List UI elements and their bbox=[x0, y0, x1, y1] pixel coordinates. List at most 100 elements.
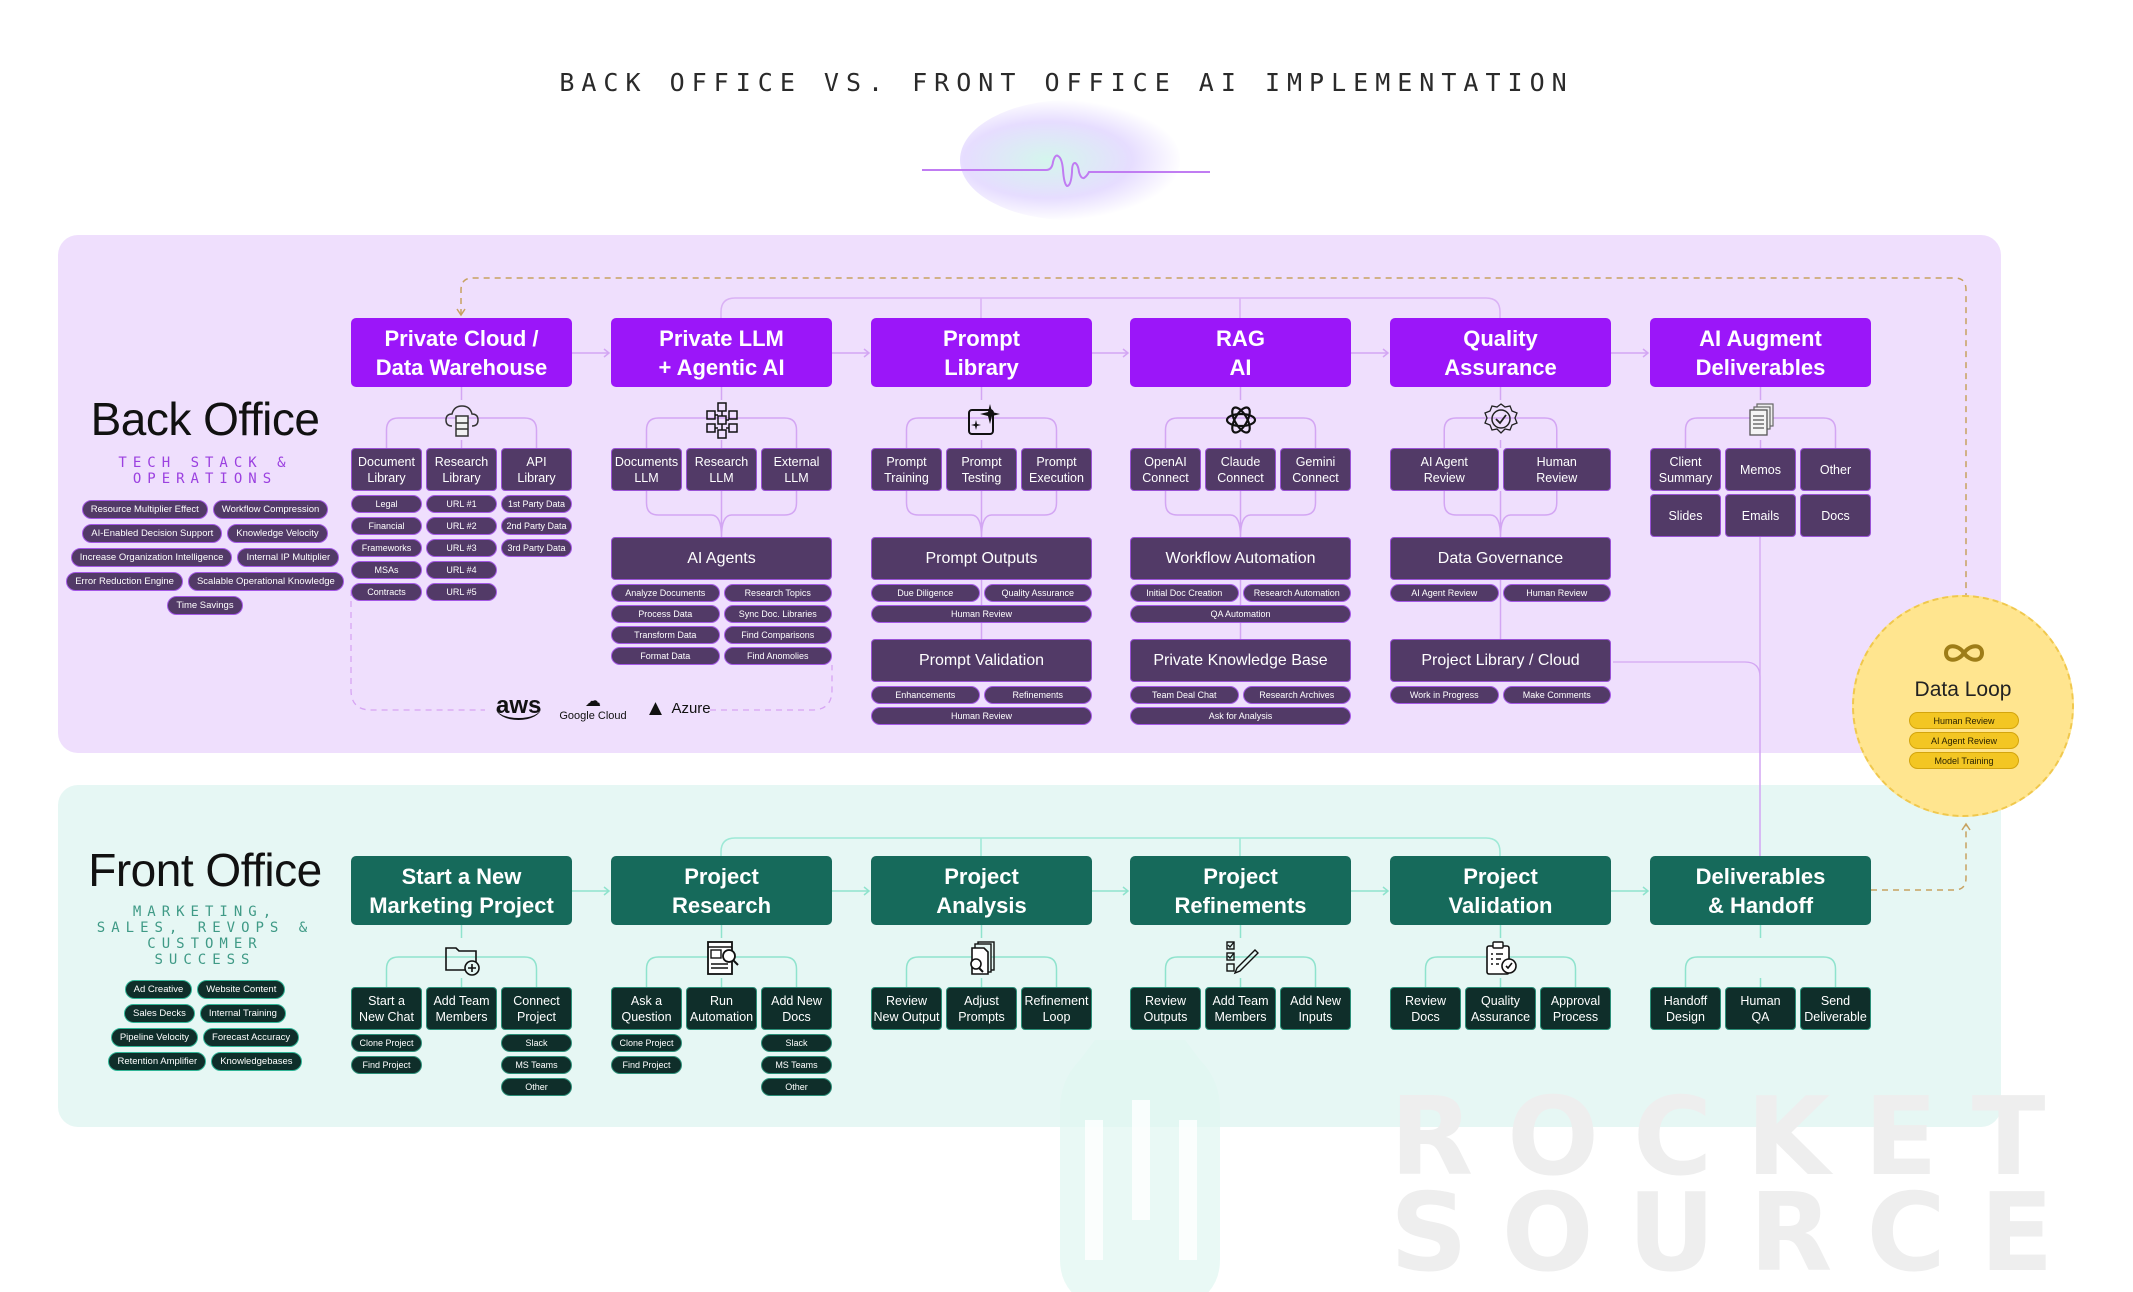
back-block-pill[interactable]: Make Comments bbox=[1502, 686, 1611, 704]
back-sub-pill[interactable]: Legal bbox=[351, 495, 422, 513]
front-step-header[interactable]: Project Validation bbox=[1390, 856, 1611, 925]
back-sub-step[interactable]: Prompt Execution bbox=[1021, 448, 1092, 491]
back-block-pill[interactable]: Team Deal Chat bbox=[1130, 686, 1239, 704]
back-block-pill[interactable]: Work in Progress bbox=[1390, 686, 1499, 704]
front-sub-step[interactable]: Review Docs bbox=[1390, 987, 1461, 1030]
back-sub-pill[interactable]: URL #2 bbox=[426, 517, 497, 535]
front-sub-step[interactable]: Adjust Prompts bbox=[946, 987, 1017, 1030]
back-sub-pill[interactable]: URL #3 bbox=[426, 539, 497, 557]
back-sub-pill[interactable]: 3rd Party Data bbox=[501, 539, 572, 557]
back-sub-step[interactable]: Client Summary bbox=[1650, 448, 1721, 491]
back-block-pill[interactable]: Transform Data bbox=[611, 626, 720, 644]
back-block-pill[interactable]: Find Comparisons bbox=[723, 626, 832, 644]
back-block-pill[interactable]: Analyze Documents bbox=[611, 584, 720, 602]
front-sub-step[interactable]: Send Deliverable bbox=[1800, 987, 1871, 1030]
front-sub-pill[interactable]: Other bbox=[761, 1078, 832, 1096]
back-sub-step[interactable]: Prompt Training bbox=[871, 448, 942, 491]
back-block-pill[interactable]: Initial Doc Creation bbox=[1130, 584, 1239, 602]
front-sub-step[interactable]: Add Team Members bbox=[426, 987, 497, 1030]
back-sub-step[interactable]: Gemini Connect bbox=[1280, 448, 1351, 491]
back-sub-pill[interactable]: URL #1 bbox=[426, 495, 497, 513]
back-sub-step[interactable]: Human Review bbox=[1502, 448, 1611, 491]
front-step-header[interactable]: Start a New Marketing Project bbox=[351, 856, 572, 925]
front-sub-step[interactable]: Run Automation bbox=[686, 987, 757, 1030]
back-block[interactable]: Prompt Validation bbox=[871, 639, 1092, 682]
back-block-wide-pill[interactable]: Human Review bbox=[871, 605, 1092, 623]
back-block-pill[interactable]: Research Automation bbox=[1242, 584, 1351, 602]
back-sub-step[interactable]: Emails bbox=[1725, 494, 1796, 537]
back-sub-pill[interactable]: Contracts bbox=[351, 583, 422, 601]
front-sub-step[interactable]: Add Team Members bbox=[1205, 987, 1276, 1030]
back-sub-step[interactable]: Document Library bbox=[351, 448, 422, 491]
back-block[interactable]: Private Knowledge Base bbox=[1130, 639, 1351, 682]
back-sub-pill[interactable]: Financial bbox=[351, 517, 422, 535]
front-sub-pill[interactable]: Clone Project bbox=[351, 1034, 422, 1052]
front-sub-pill[interactable]: Find Project bbox=[611, 1056, 682, 1074]
back-sub-step[interactable]: Memos bbox=[1725, 448, 1796, 491]
back-sub-step[interactable]: Slides bbox=[1650, 494, 1721, 537]
back-block-pill[interactable]: Research Topics bbox=[723, 584, 832, 602]
back-block[interactable]: Prompt Outputs bbox=[871, 537, 1092, 580]
back-step-header[interactable]: RAG AI bbox=[1130, 318, 1351, 387]
back-sub-step[interactable]: Research Library bbox=[426, 448, 497, 491]
front-sub-pill[interactable]: Slack bbox=[501, 1034, 572, 1052]
back-block-pill[interactable]: Enhancements bbox=[871, 686, 980, 704]
back-step-header[interactable]: Prompt Library bbox=[871, 318, 1092, 387]
front-sub-step[interactable]: Refinement Loop bbox=[1021, 987, 1092, 1030]
back-block-pill[interactable]: Sync Doc. Libraries bbox=[723, 605, 832, 623]
front-sub-step[interactable]: Quality Assurance bbox=[1465, 987, 1536, 1030]
data-loop-pill[interactable]: Human Review bbox=[1909, 712, 2019, 729]
front-step-header[interactable]: Project Refinements bbox=[1130, 856, 1351, 925]
front-sub-step[interactable]: Add New Docs bbox=[761, 987, 832, 1030]
back-sub-step[interactable]: Other bbox=[1800, 448, 1871, 491]
back-sub-pill[interactable]: 2nd Party Data bbox=[501, 517, 572, 535]
front-sub-pill[interactable]: Find Project bbox=[351, 1056, 422, 1074]
front-step-header[interactable]: Project Analysis bbox=[871, 856, 1092, 925]
back-sub-step[interactable]: Prompt Testing bbox=[946, 448, 1017, 491]
back-sub-step[interactable]: External LLM bbox=[761, 448, 832, 491]
back-sub-step[interactable]: Research LLM bbox=[686, 448, 757, 491]
data-loop-pill[interactable]: AI Agent Review bbox=[1909, 732, 2019, 749]
front-sub-step[interactable]: Review New Output bbox=[871, 987, 942, 1030]
back-block-pill[interactable]: Process Data bbox=[611, 605, 720, 623]
back-sub-step[interactable]: API Library bbox=[501, 448, 572, 491]
data-loop-pill[interactable]: Model Training bbox=[1909, 752, 2019, 769]
back-sub-pill[interactable]: MSAs bbox=[351, 561, 422, 579]
back-block-pill[interactable]: Refinements bbox=[983, 686, 1092, 704]
front-sub-step[interactable]: Connect Project bbox=[501, 987, 572, 1030]
back-block-wide-pill[interactable]: QA Automation bbox=[1130, 605, 1351, 623]
back-step-header[interactable]: AI Augment Deliverables bbox=[1650, 318, 1871, 387]
back-sub-step[interactable]: Claude Connect bbox=[1205, 448, 1276, 491]
front-sub-pill[interactable]: Slack bbox=[761, 1034, 832, 1052]
front-step-header[interactable]: Deliverables & Handoff bbox=[1650, 856, 1871, 925]
back-block-pill[interactable]: Due Diligence bbox=[871, 584, 980, 602]
back-block-pill[interactable]: Format Data bbox=[611, 647, 720, 665]
back-block-pill[interactable]: Quality Assurance bbox=[983, 584, 1092, 602]
back-block-pill[interactable]: Find Anomolies bbox=[723, 647, 832, 665]
front-sub-pill[interactable]: Other bbox=[501, 1078, 572, 1096]
front-sub-pill[interactable]: MS Teams bbox=[761, 1056, 832, 1074]
back-step-header[interactable]: Private Cloud / Data Warehouse bbox=[351, 318, 572, 387]
back-block[interactable]: AI Agents bbox=[611, 537, 832, 580]
back-step-header[interactable]: Private LLM + Agentic AI bbox=[611, 318, 832, 387]
back-sub-step[interactable]: Docs bbox=[1800, 494, 1871, 537]
back-block-pill[interactable]: AI Agent Review bbox=[1390, 584, 1499, 602]
front-sub-step[interactable]: Review Outputs bbox=[1130, 987, 1201, 1030]
back-block[interactable]: Workflow Automation bbox=[1130, 537, 1351, 580]
back-step-header[interactable]: Quality Assurance bbox=[1390, 318, 1611, 387]
front-sub-step[interactable]: Ask a Question bbox=[611, 987, 682, 1030]
back-block-wide-pill[interactable]: Human Review bbox=[871, 707, 1092, 725]
back-sub-pill[interactable]: URL #4 bbox=[426, 561, 497, 579]
back-sub-step[interactable]: AI Agent Review bbox=[1390, 448, 1499, 491]
front-step-header[interactable]: Project Research bbox=[611, 856, 832, 925]
front-sub-step[interactable]: Approval Process bbox=[1540, 987, 1611, 1030]
front-sub-step[interactable]: Handoff Design bbox=[1650, 987, 1721, 1030]
back-block[interactable]: Data Governance bbox=[1390, 537, 1611, 580]
back-block-pill[interactable]: Human Review bbox=[1502, 584, 1611, 602]
back-sub-pill[interactable]: URL #5 bbox=[426, 583, 497, 601]
back-block[interactable]: Project Library / Cloud bbox=[1390, 639, 1611, 682]
back-block-pill[interactable]: Research Archives bbox=[1242, 686, 1351, 704]
back-sub-step[interactable]: Documents LLM bbox=[611, 448, 682, 491]
back-sub-pill[interactable]: 1st Party Data bbox=[501, 495, 572, 513]
back-block-wide-pill[interactable]: Ask for Analysis bbox=[1130, 707, 1351, 725]
